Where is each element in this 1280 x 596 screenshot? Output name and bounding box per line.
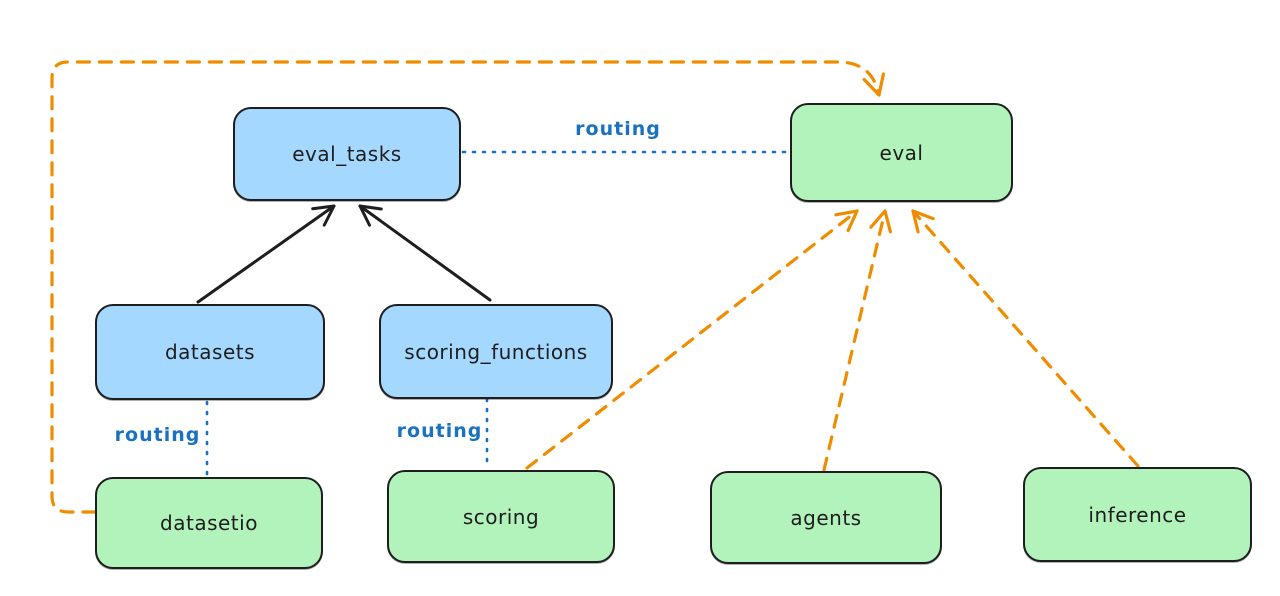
node-scoring-functions: scoring_functions bbox=[379, 304, 613, 399]
node-scoring: scoring bbox=[387, 470, 615, 563]
node-eval-tasks: eval_tasks bbox=[233, 107, 461, 201]
node-datasets-label: datasets bbox=[164, 340, 256, 364]
edge-datasets-to-eval-tasks bbox=[196, 204, 336, 304]
node-eval: eval bbox=[790, 103, 1013, 202]
node-agents-label: agents bbox=[790, 505, 862, 530]
edge-agents-to-eval bbox=[822, 209, 892, 472]
routing-label-eval-tasks-eval: routing bbox=[575, 118, 661, 140]
node-inference-label: inference bbox=[1088, 502, 1187, 527]
routing-label-datasets-datasetio: routing bbox=[114, 424, 201, 446]
edge-scoring-functions-to-eval-tasks bbox=[358, 204, 492, 302]
routing-label-scoring-functions-scoring: routing bbox=[396, 420, 483, 442]
edge-scoring-to-eval bbox=[525, 209, 859, 470]
node-eval-tasks-label: eval_tasks bbox=[292, 142, 402, 166]
node-scoring-label: scoring bbox=[462, 504, 540, 529]
node-eval-label: eval bbox=[879, 140, 924, 165]
edge-datasetio-to-eval bbox=[50, 60, 885, 514]
node-datasetio: datasetio bbox=[95, 477, 323, 569]
node-datasets: datasets bbox=[95, 304, 325, 400]
edge-inference-to-eval bbox=[911, 209, 1140, 468]
node-inference: inference bbox=[1023, 467, 1252, 562]
node-datasetio-label: datasetio bbox=[160, 511, 258, 535]
node-agents: agents bbox=[710, 471, 942, 564]
node-scoring-functions-label: scoring_functions bbox=[404, 339, 588, 364]
